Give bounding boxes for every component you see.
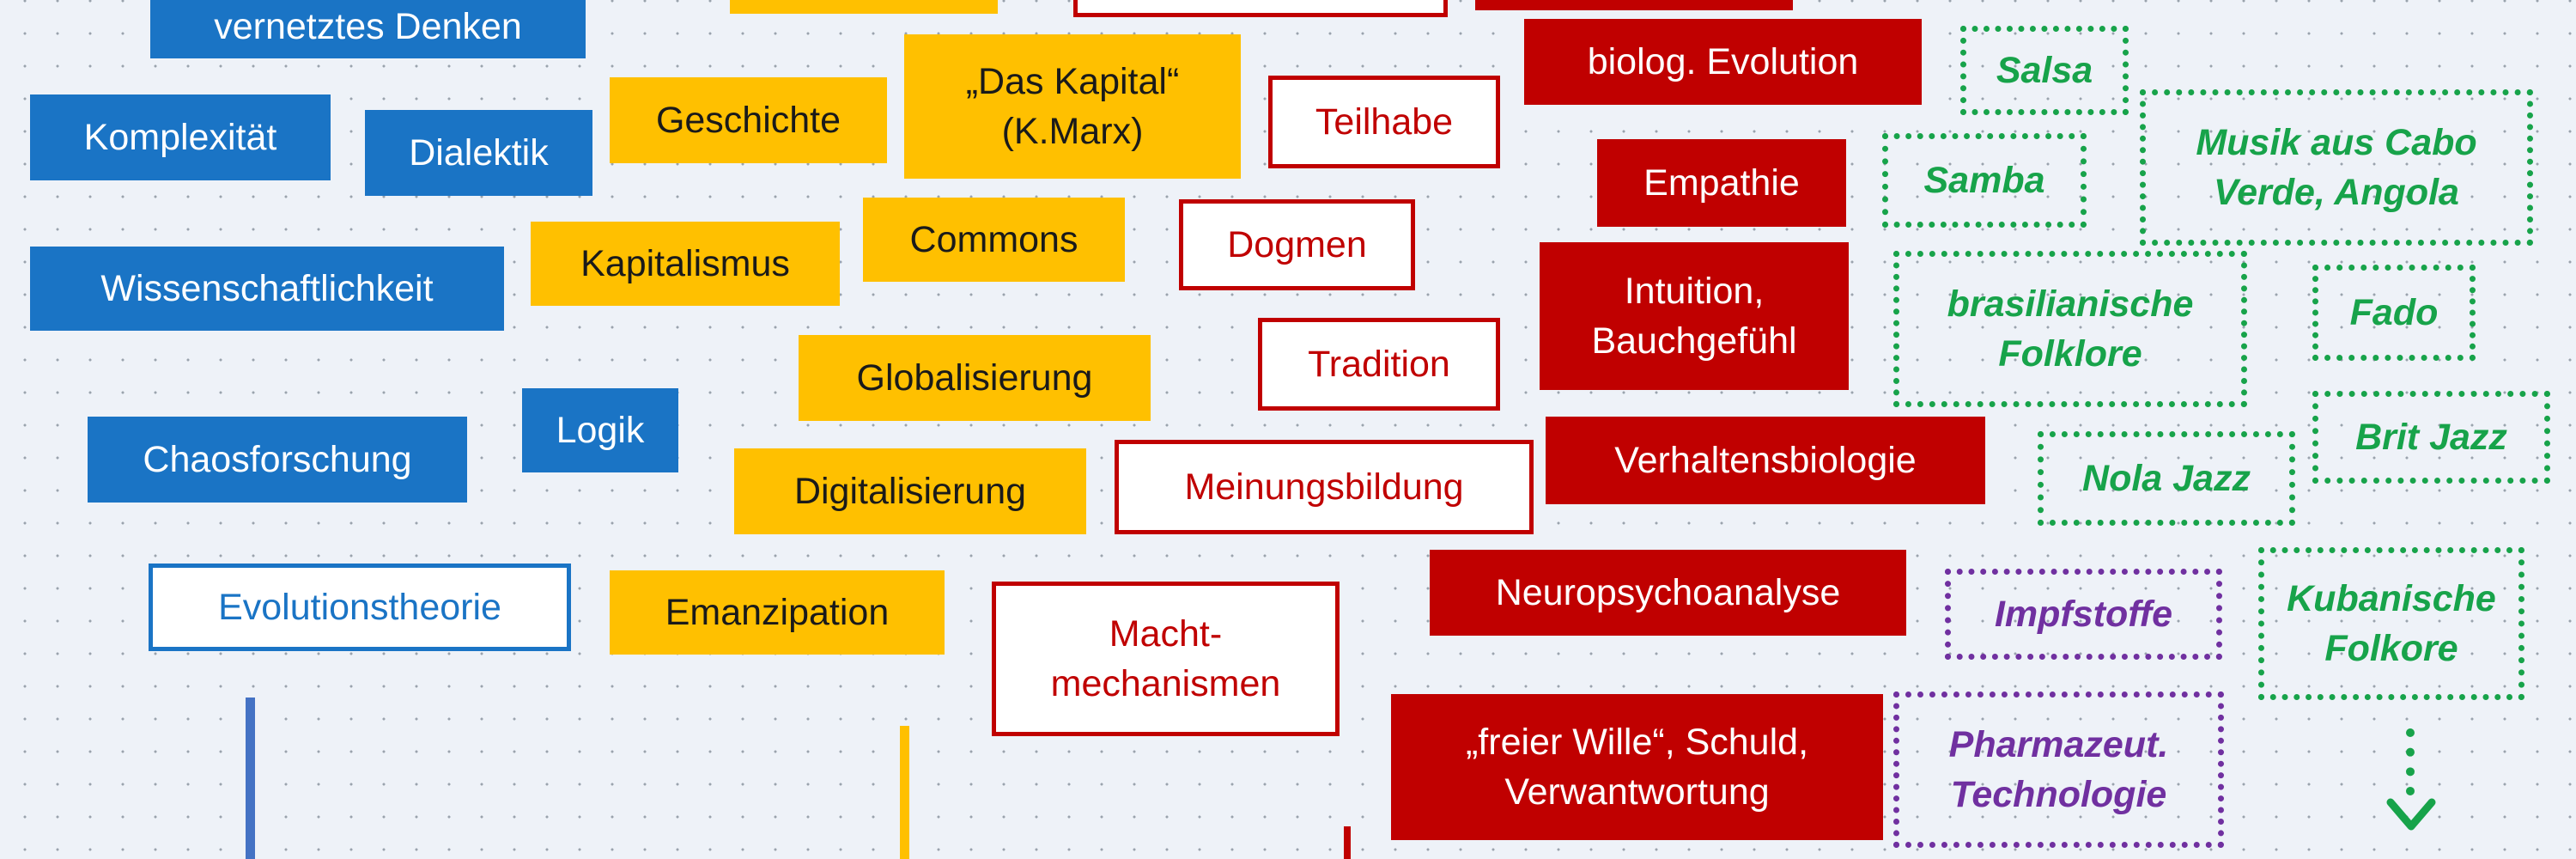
term-nola-jazz: Nola Jazz xyxy=(2038,431,2295,526)
term-samba: Samba xyxy=(1882,133,2087,228)
term-meinungsbildung: Meinungsbildung xyxy=(1115,440,1534,534)
term-chaosforschung: Chaosforschung xyxy=(88,417,467,503)
term-salsa: Salsa xyxy=(1960,26,2129,115)
term-komplexitaet: Komplexität xyxy=(30,94,331,180)
yellow-connector-line xyxy=(900,726,909,859)
term-geschichte: Geschichte xyxy=(610,77,887,163)
term-kapitalismus: Kapitalismus xyxy=(531,222,840,306)
term-impfstoffe: Impfstoffe xyxy=(1945,569,2222,660)
term-verhaltensbiologie: Verhaltensbiologie xyxy=(1546,417,1985,504)
yellow-box-cropped-top xyxy=(730,0,998,14)
term-vernetztes-denken: vernetztes Denken xyxy=(150,0,586,58)
term-digitalisierung: Digitalisierung xyxy=(734,448,1086,534)
blue-connector-line xyxy=(246,698,255,859)
red-outline-box-cropped-top xyxy=(1073,0,1448,17)
term-pharmazeut-technologie: Pharmazeut. Technologie xyxy=(1893,691,2224,848)
term-intuition: Intuition, Bauchgefühl xyxy=(1540,242,1849,390)
term-machtmechanismen: Macht- mechanismen xyxy=(992,582,1340,736)
red-connector-line xyxy=(1344,826,1351,859)
term-biolog-evolution: biolog. Evolution xyxy=(1524,19,1922,105)
term-globalisierung: Globalisierung xyxy=(799,335,1151,421)
term-fado: Fado xyxy=(2312,265,2476,361)
term-logik: Logik xyxy=(522,388,678,472)
term-evolutionstheorie: Evolutionstheorie xyxy=(149,564,571,651)
term-brasilianische-folklore: brasilianische Folklore xyxy=(1893,251,2247,407)
term-neuropsychoanalyse: Neuropsychoanalyse xyxy=(1430,550,1906,636)
term-wissenschaftlichkeit: Wissenschaftlichkeit xyxy=(30,247,504,331)
term-teilhabe: Teilhabe xyxy=(1268,76,1500,168)
term-dialektik: Dialektik xyxy=(365,110,592,196)
term-empathie: Empathie xyxy=(1597,139,1846,227)
term-musik-cabo-verde: Musik aus Cabo Verde, Angola xyxy=(2140,89,2533,246)
term-dogmen: Dogmen xyxy=(1179,199,1415,290)
green-connector-dotted-line xyxy=(2406,728,2415,795)
term-brit-jazz: Brit Jazz xyxy=(2312,391,2550,484)
term-kubanische-folkore: Kubanische Folkore xyxy=(2258,547,2524,700)
term-das-kapital: „Das Kapital“ (K.Marx) xyxy=(904,34,1241,179)
red-box-cropped-top xyxy=(1475,0,1793,10)
term-freier-wille: „freier Wille“, Schuld, Verwantwortung xyxy=(1391,694,1883,840)
term-emanzipation: Emanzipation xyxy=(610,570,945,655)
term-tradition: Tradition xyxy=(1258,318,1500,411)
green-arrow-down-icon xyxy=(2386,798,2436,831)
term-commons: Commons xyxy=(863,198,1125,282)
